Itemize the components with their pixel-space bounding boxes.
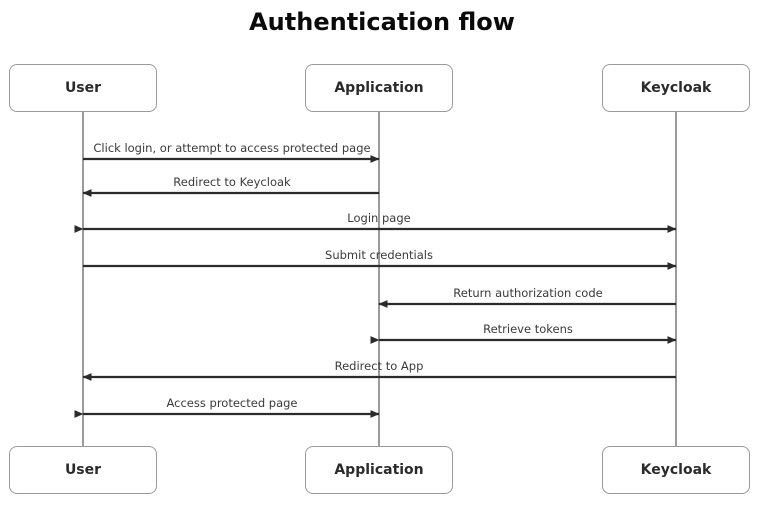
message-label-6: Retrieve tokens bbox=[483, 322, 573, 336]
actor-label: User bbox=[64, 80, 102, 96]
message-label-8: Access protected page bbox=[166, 396, 298, 410]
lifelines-group bbox=[82, 112, 677, 446]
actor-box-top-keycloak[interactable]: Keycloak bbox=[602, 64, 750, 112]
actor-box-bottom-user[interactable]: User bbox=[9, 446, 157, 494]
message-label-1: Click login, or attempt to access protec… bbox=[93, 141, 371, 155]
actor-label: Application bbox=[334, 80, 424, 96]
actor-label: User bbox=[64, 462, 102, 478]
message-label-3: Login page bbox=[347, 211, 411, 225]
page-title: Authentication flow bbox=[249, 8, 515, 36]
actor-label: Application bbox=[334, 462, 424, 478]
actor-box-top-user[interactable]: User bbox=[9, 64, 157, 112]
message-label-4: Submit credentials bbox=[325, 248, 433, 262]
actor-label: Keycloak bbox=[640, 80, 712, 96]
actor-label: Keycloak bbox=[640, 462, 712, 478]
messages-group bbox=[74, 155, 677, 418]
actor-box-bottom-keycloak[interactable]: Keycloak bbox=[602, 446, 750, 494]
actor-box-bottom-application[interactable]: Application bbox=[305, 446, 453, 494]
message-label-7: Redirect to App bbox=[334, 359, 424, 373]
message-label-2: Redirect to Keycloak bbox=[173, 175, 291, 189]
actor-box-top-application[interactable]: Application bbox=[305, 64, 453, 112]
message-label-5: Return authorization code bbox=[453, 286, 603, 300]
